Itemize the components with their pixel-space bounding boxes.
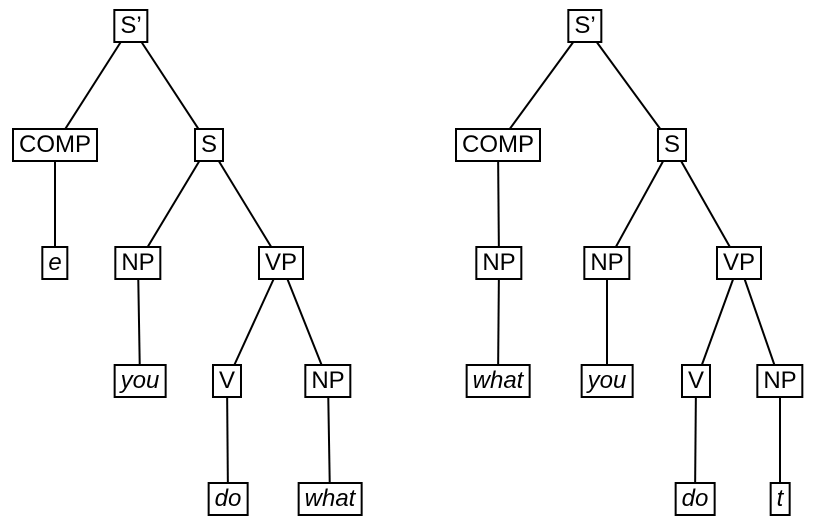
left-node-do: do [207,482,249,516]
right-node-np-comp: NP [475,246,523,280]
right-node-comp: COMP [455,128,541,162]
left-node-np-object: NP [304,364,352,398]
right-node-what: what [465,364,531,398]
left-node-e: e [41,246,69,280]
left-node-you: you [113,364,167,398]
left-node-s: S [193,128,225,162]
left-node-s-bar: S’ [113,9,149,43]
right-node-vp: VP [715,246,763,280]
right-node-v: V [680,364,712,398]
right-node-you: you [580,364,634,398]
left-node-v: V [211,364,243,398]
right-node-do: do [674,482,716,516]
left-node-vp: VP [257,246,305,280]
right-node-s: S [656,128,688,162]
left-node-comp: COMP [12,128,98,162]
left-node-what: what [297,482,363,516]
right-node-np-object: NP [756,364,804,398]
left-node-np-subject: NP [114,246,162,280]
right-node-t: t [769,482,791,516]
right-node-np-subject: NP [583,246,631,280]
right-node-s-bar: S’ [567,9,603,43]
